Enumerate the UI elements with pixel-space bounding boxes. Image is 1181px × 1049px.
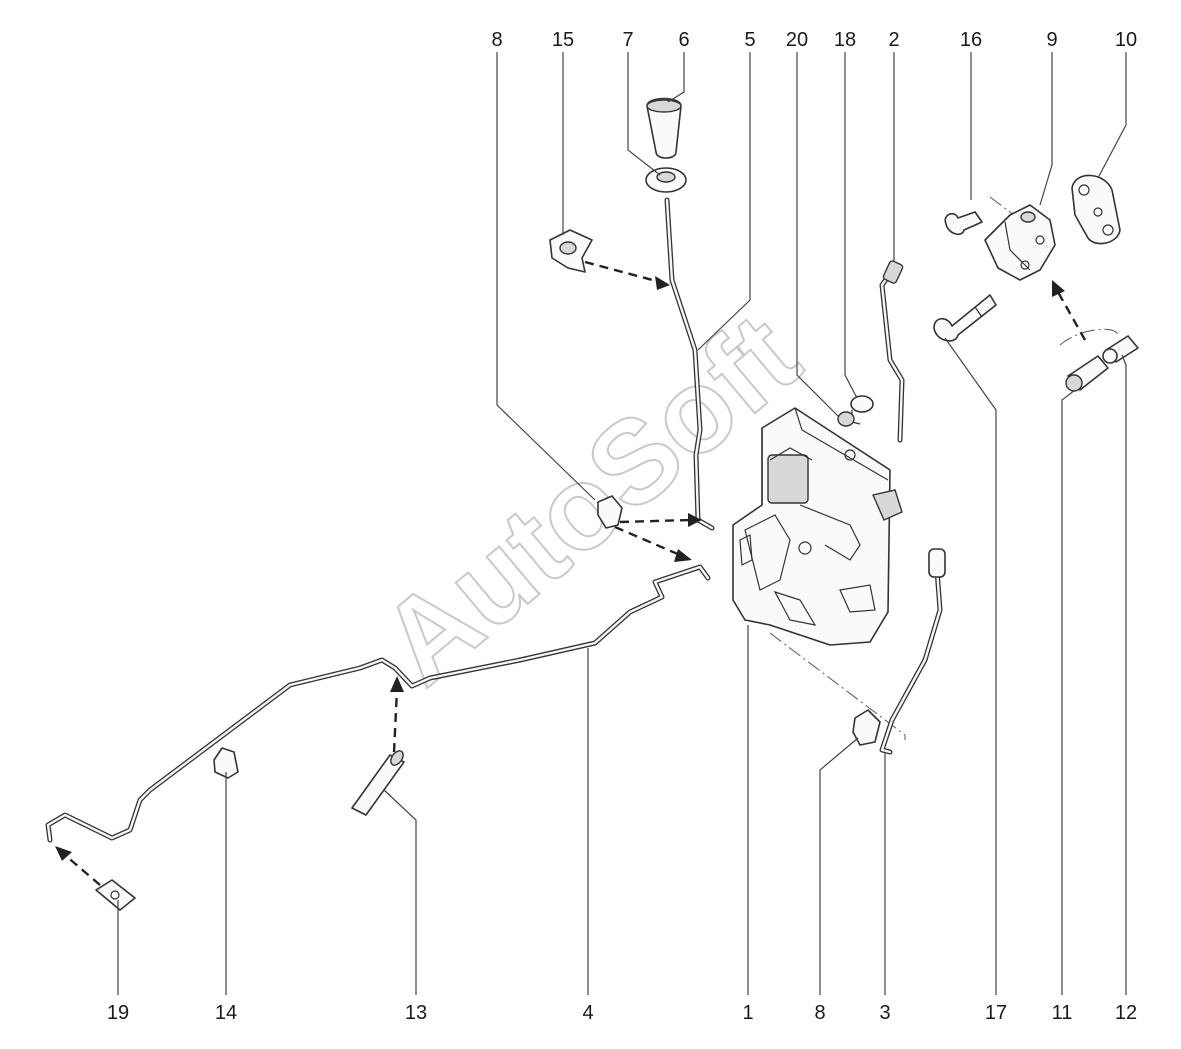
callout-label: 15 <box>552 29 574 51</box>
rod-clip-lower <box>852 709 881 746</box>
callout-label: 13 <box>405 1002 427 1024</box>
callout-label: 1 <box>742 1002 753 1024</box>
callout-label: 9 <box>1046 29 1057 51</box>
callout-label: 7 <box>622 29 633 51</box>
rod-sleeve <box>351 750 405 816</box>
callout-label: 10 <box>1115 29 1137 51</box>
callout-label: 8 <box>491 29 502 51</box>
bushing-right <box>1102 335 1139 364</box>
callout-label: 17 <box>985 1002 1007 1024</box>
callout-label: 19 <box>107 1002 129 1024</box>
callouts-top: 8 15 7 6 5 20 18 2 16 9 10 <box>491 29 1137 51</box>
callout-label: 16 <box>960 29 982 51</box>
callout-label: 5 <box>744 29 755 51</box>
rod-end-bracket <box>95 879 136 911</box>
callout-label: 6 <box>678 29 689 51</box>
cylinder-rod <box>879 548 946 755</box>
callouts-bottom: 19 14 13 4 1 8 3 17 11 12 <box>107 1002 1137 1024</box>
assembly-arrows <box>55 260 1087 886</box>
rod-grommet <box>645 167 687 193</box>
outer-handle-rod <box>879 260 905 443</box>
callout-label: 14 <box>215 1002 237 1024</box>
screw-upper <box>944 211 983 236</box>
rod-guide-clip <box>213 747 239 779</box>
lock-button-knob <box>646 97 682 159</box>
callout-label: 3 <box>879 1002 890 1024</box>
door-striker <box>984 204 1056 281</box>
inner-handle-rod <box>45 564 711 843</box>
callout-label: 11 <box>1052 1002 1073 1024</box>
striker-bolt <box>933 294 997 342</box>
rod-clip-middle <box>597 495 623 529</box>
callout-label: 8 <box>814 1002 825 1024</box>
rod-clip-upper <box>549 229 593 273</box>
callout-label: 20 <box>786 29 808 51</box>
striker-plate <box>1071 174 1121 245</box>
leader-lines <box>117 52 1127 995</box>
door-lock-body <box>732 407 903 646</box>
bushing-left <box>1065 355 1109 392</box>
callout-label: 12 <box>1115 1002 1137 1024</box>
nut-small <box>837 411 855 427</box>
watermark: AutoSoft <box>357 289 823 710</box>
callout-label: 18 <box>834 29 856 51</box>
callout-label: 2 <box>888 29 899 51</box>
callout-label: 4 <box>582 1002 593 1024</box>
